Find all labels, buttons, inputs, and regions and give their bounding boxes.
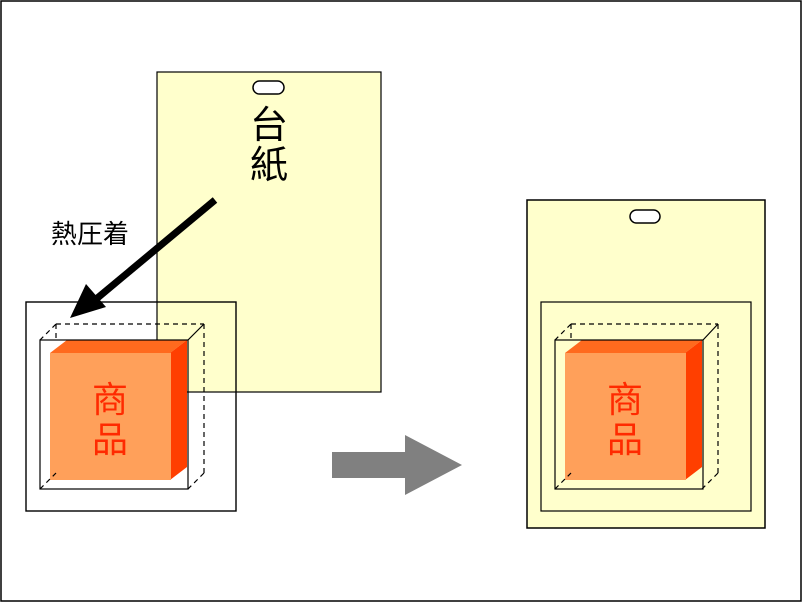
finished-hang-hole-icon bbox=[629, 209, 661, 224]
right-product-label-char-1: 商 bbox=[607, 380, 643, 421]
left-blister bbox=[39, 323, 205, 490]
finished-sealed-area bbox=[540, 301, 752, 512]
right-product-label-char-2: 品 bbox=[607, 420, 643, 461]
left-product: 商 品 bbox=[50, 340, 187, 480]
right-product: 商 品 bbox=[565, 340, 702, 480]
backing-card-body bbox=[156, 71, 382, 393]
left-blister-front bbox=[39, 323, 205, 490]
process-arrow-icon bbox=[332, 435, 462, 495]
heat-press-label: 熱圧着 bbox=[51, 220, 129, 250]
left-package-outline bbox=[25, 301, 237, 512]
hang-hole-icon bbox=[252, 80, 285, 95]
left-product-label-char-1: 商 bbox=[92, 380, 128, 421]
backing-card: 台 紙 bbox=[156, 71, 382, 393]
backing-card-label-char-2: 紙 bbox=[250, 143, 288, 187]
left-product-label-char-2: 品 bbox=[92, 420, 128, 461]
backing-card-label-char-1: 台 bbox=[250, 103, 288, 147]
attach-arrow-icon bbox=[70, 197, 218, 318]
finished-package: 商 品 bbox=[526, 199, 766, 529]
